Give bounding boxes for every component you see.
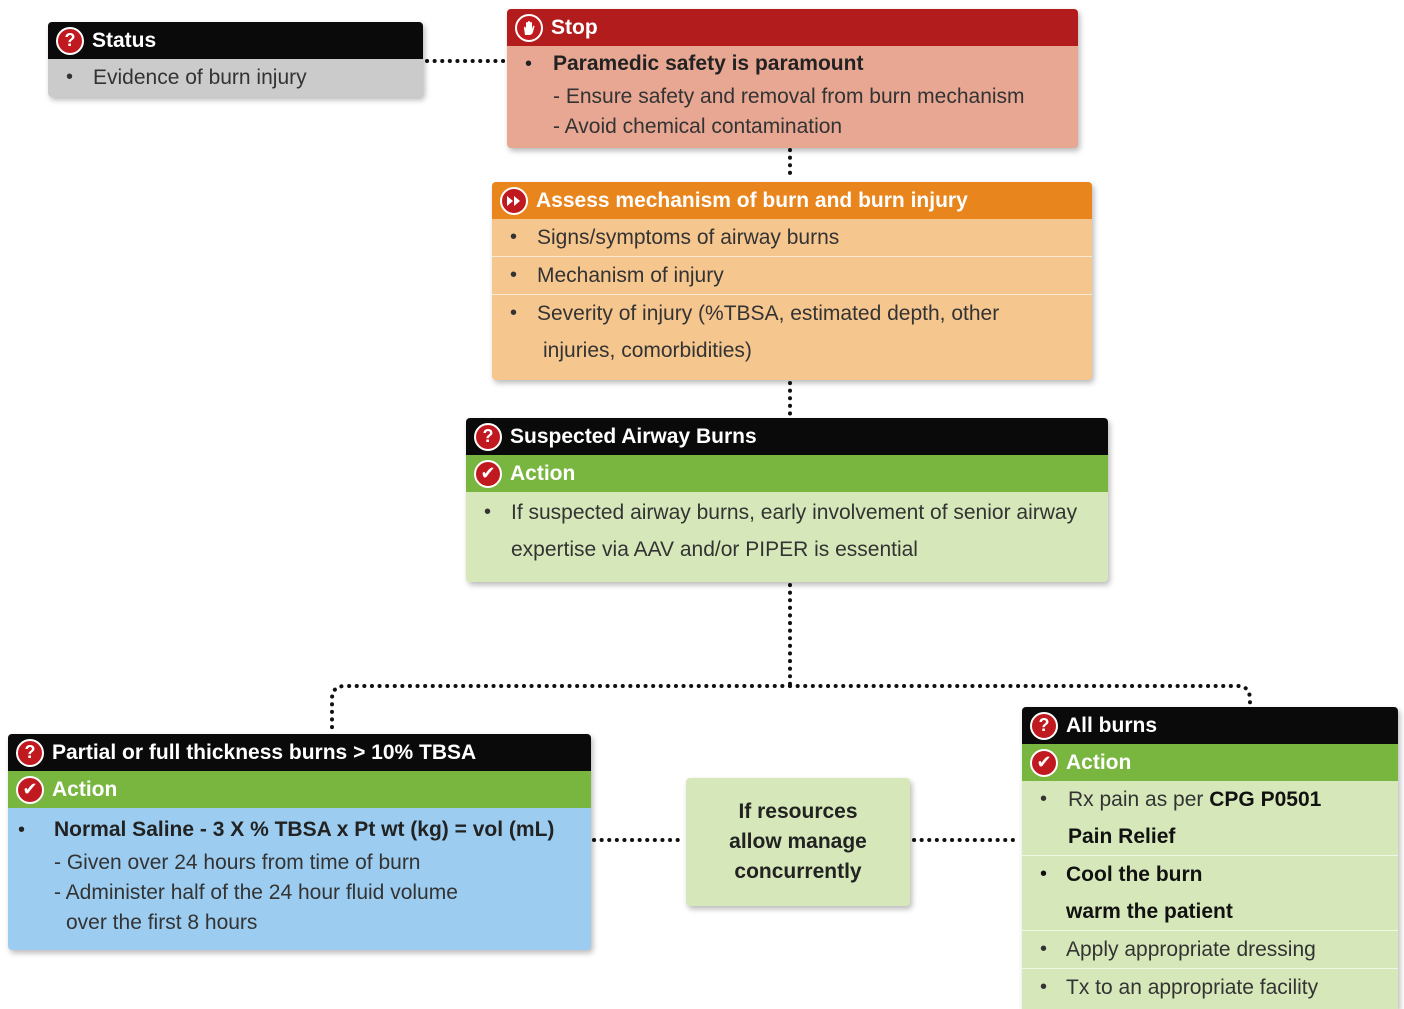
allburns-tx-text: Tx to an appropriate facility xyxy=(1066,976,1319,999)
stop-main-text: Paramedic safety is paramount xyxy=(553,52,864,75)
partial-main: • Normal Saline - 3 X % TBSA x Pt wt (kg… xyxy=(8,812,591,848)
fast-forward-icon xyxy=(500,186,528,215)
partial-box: ? Partial or full thickness burns > 10% … xyxy=(8,734,591,950)
partial-sub-2-text: Administer half of the 24 hour fluid vol… xyxy=(65,881,458,904)
bullet: • xyxy=(510,302,518,324)
airway-action-header: ✔ Action xyxy=(466,455,1108,492)
assess-box: Assess mechanism of burn and burn injury… xyxy=(492,182,1092,380)
partial-sub-2: - Administer half of the 24 hour fluid v… xyxy=(54,881,458,904)
allburns-dressing: • Apply appropriate dressing xyxy=(1022,931,1398,969)
airway-item-line-2: expertise via AAV and/or PIPER is essent… xyxy=(511,538,918,561)
stop-title: Stop xyxy=(551,15,598,39)
bullet: • xyxy=(1040,976,1048,998)
allburns-warm-text: warm the patient xyxy=(1066,900,1233,923)
partial-action-header: ✔ Action xyxy=(8,771,591,808)
partial-sub-1-text: Given over 24 hours from time of burn xyxy=(66,851,421,874)
bullet: • xyxy=(1040,938,1048,960)
bullet: • xyxy=(484,501,492,523)
allburns-action-header: ✔ Action xyxy=(1022,744,1398,781)
airway-box: ? Suspected Airway Burns ✔ Action • If s… xyxy=(466,418,1108,582)
allburns-header: ? All burns xyxy=(1022,707,1398,744)
stop-sub-2-text: Avoid chemical contamination xyxy=(564,115,843,138)
assess-item-3-cont-text: injuries, comorbidities) xyxy=(543,339,752,362)
allburns-rx-cpg: CPG P0501 xyxy=(1209,788,1322,811)
allburns-cool: • Cool the burn xyxy=(1022,856,1398,893)
allburns-tx: • Tx to an appropriate facility xyxy=(1022,969,1398,1006)
stop-sub-1-text: Ensure safety and removal from burn mech… xyxy=(565,85,1025,108)
partial-action-label: Action xyxy=(52,777,118,801)
assess-item-1: • Signs/symptoms of airway burns xyxy=(492,219,1092,257)
checkmark-icon: ✔ xyxy=(1030,748,1058,777)
stop-header: Stop xyxy=(507,9,1078,46)
partial-sub-2-cont-text: over the first 8 hours xyxy=(66,911,258,934)
airway-item-line-1: If suspected airway burns, early involve… xyxy=(511,501,1078,524)
resources-line-2: allow manage xyxy=(729,830,867,853)
partial-header: ? Partial or full thickness burns > 10% … xyxy=(8,734,591,771)
question-icon: ? xyxy=(16,738,44,767)
checkmark-icon: ✔ xyxy=(16,775,44,804)
airway-item: • If suspected airway burns, early invol… xyxy=(466,494,1108,531)
airway-header: ? Suspected Airway Burns xyxy=(466,418,1108,455)
allburns-rx-cont: Pain Relief xyxy=(1022,818,1398,856)
stop-sub-1: - Ensure safety and removal from burn me… xyxy=(553,85,1025,108)
assess-item-1-text: Signs/symptoms of airway burns xyxy=(537,226,840,249)
airway-item-cont: expertise via AAV and/or PIPER is essent… xyxy=(466,531,1108,568)
bullet: • xyxy=(510,264,518,286)
partial-title: Partial or full thickness burns > 10% TB… xyxy=(52,740,477,764)
status-item: • Evidence of burn injury xyxy=(48,59,423,96)
allburns-warm: warm the patient xyxy=(1022,893,1398,931)
checkmark-icon: ✔ xyxy=(474,459,502,488)
resources-line-3: concurrently xyxy=(734,860,862,883)
assess-item-2-text: Mechanism of injury xyxy=(537,264,724,287)
allburns-rx-line-2: Pain Relief xyxy=(1068,825,1176,848)
partial-main-text: Normal Saline - 3 X % TBSA x Pt wt (kg) … xyxy=(54,818,555,841)
status-header: ? Status xyxy=(48,22,423,59)
bullet: • xyxy=(18,819,26,841)
bullet: • xyxy=(1040,788,1048,810)
airway-action-label: Action xyxy=(510,461,576,485)
allburns-rx: • Rx pain as per CPG P0501 xyxy=(1022,781,1398,818)
allburns-dressing-text: Apply appropriate dressing xyxy=(1066,938,1316,961)
assess-item-3-text: Severity of injury (%TBSA, estimated dep… xyxy=(537,302,1000,325)
allburns-box: ? All burns ✔ Action • Rx pain as per CP… xyxy=(1022,707,1398,1009)
connector-branch-left xyxy=(330,684,792,730)
airway-title: Suspected Airway Burns xyxy=(510,424,757,448)
bullet: • xyxy=(1040,863,1048,885)
bullet: • xyxy=(66,66,74,88)
bullet: • xyxy=(510,226,518,248)
status-item-text: Evidence of burn injury xyxy=(93,66,307,89)
allburns-rx-text: Rx pain as per xyxy=(1068,788,1210,811)
status-title: Status xyxy=(92,28,157,52)
stop-main: • Paramedic safety is paramount xyxy=(507,46,1078,82)
assess-item-2: • Mechanism of injury xyxy=(492,257,1092,295)
stop-box: Stop • Paramedic safety is paramount - E… xyxy=(507,9,1078,148)
allburns-action-label: Action xyxy=(1066,750,1132,774)
question-icon: ? xyxy=(56,26,84,55)
bullet: • xyxy=(525,53,533,75)
assess-title: Assess mechanism of burn and burn injury xyxy=(536,188,968,212)
status-box: ? Status • Evidence of burn injury xyxy=(48,22,423,97)
question-icon: ? xyxy=(474,422,502,451)
hand-stop-icon xyxy=(515,13,543,42)
resources-box: If resources allow manage concurrently xyxy=(686,778,910,906)
partial-sub-2-cont: over the first 8 hours xyxy=(8,908,591,938)
allburns-cool-text: Cool the burn xyxy=(1066,863,1203,886)
assess-item-3: • Severity of injury (%TBSA, estimated d… xyxy=(492,295,1092,332)
connector-branch-right xyxy=(788,684,1252,707)
resources-line-1: If resources xyxy=(738,800,858,823)
allburns-title: All burns xyxy=(1066,713,1158,737)
stop-sub-2: - Avoid chemical contamination xyxy=(553,115,843,138)
assess-header: Assess mechanism of burn and burn injury xyxy=(492,182,1092,219)
partial-sub-1: - Given over 24 hours from time of burn xyxy=(54,851,421,874)
question-icon: ? xyxy=(1030,711,1058,740)
assess-item-3-cont: injuries, comorbidities) xyxy=(492,332,1092,369)
